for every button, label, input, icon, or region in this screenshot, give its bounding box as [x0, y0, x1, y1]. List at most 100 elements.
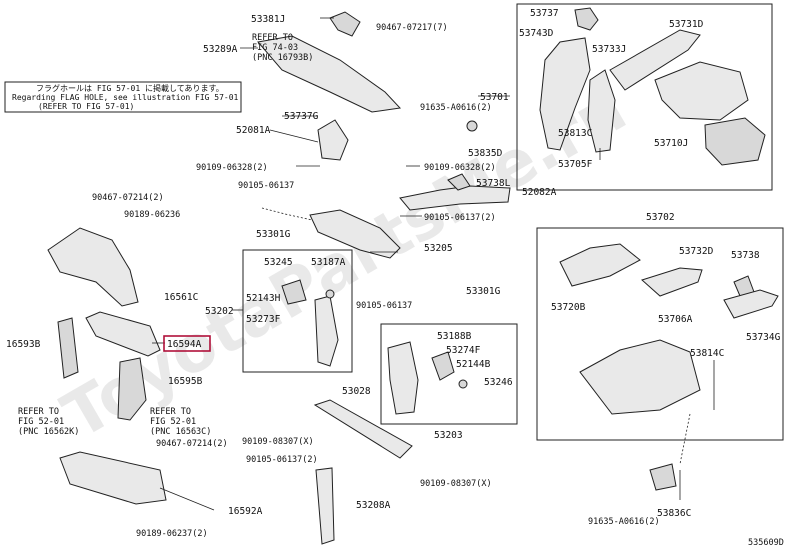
- label-53702[interactable]: 53702: [646, 212, 675, 223]
- label-53710J[interactable]: 53710J: [654, 138, 688, 149]
- label-90467-07217[interactable]: 90467-07217(7): [376, 23, 448, 33]
- part-53734G-shape: [723, 289, 779, 319]
- label-53205[interactable]: 53205: [424, 243, 453, 254]
- label-53188B[interactable]: 53188B: [437, 331, 472, 342]
- label-53743D[interactable]: 53743D: [519, 28, 554, 39]
- label-53208A[interactable]: 53208A: [356, 500, 391, 511]
- label-53737[interactable]: 53737: [530, 8, 559, 19]
- part-53710J-shape: [654, 61, 749, 121]
- part-53731D-shape: [609, 29, 701, 91]
- part-53732D-shape: [641, 267, 703, 297]
- part-53710J-lower-shape: [704, 117, 766, 166]
- part-53381J-shape: [329, 11, 361, 37]
- label-90105-06137-c[interactable]: 90105-06137: [356, 301, 412, 311]
- label-53731D[interactable]: 53731D: [669, 19, 704, 30]
- label-90189-06237[interactable]: 90189-06237(2): [136, 529, 208, 539]
- refer-52b-line1: REFER TO: [150, 407, 191, 417]
- part-53274F-shape: [431, 351, 455, 381]
- figure-code: 535609D: [748, 538, 784, 548]
- part-16593B-shape: [57, 317, 79, 379]
- bolt-91635: [466, 120, 478, 132]
- label-53706A[interactable]: 53706A: [658, 314, 693, 325]
- label-52143H[interactable]: 52143H: [246, 293, 281, 304]
- label-52081A[interactable]: 52081A: [236, 125, 271, 136]
- label-53737G[interactable]: 53737G: [284, 111, 319, 122]
- label-53202[interactable]: 53202: [205, 306, 234, 317]
- note-en: Regarding FLAG HOLE, see illustration FI…: [12, 93, 239, 102]
- label-53028[interactable]: 53028: [342, 386, 371, 397]
- part-52081A-shape: [317, 119, 349, 161]
- label-53187A[interactable]: 53187A: [311, 257, 346, 268]
- group-box-53203: [380, 323, 518, 425]
- part-52143H-shape: [281, 279, 307, 305]
- label-53814C[interactable]: 53814C: [690, 348, 724, 359]
- label-52144B[interactable]: 52144B: [456, 359, 491, 370]
- label-53381J[interactable]: 53381J: [251, 14, 285, 25]
- label-16594A[interactable]: 16594A: [167, 339, 202, 350]
- label-53245[interactable]: 53245: [264, 257, 293, 268]
- label-16595B[interactable]: 16595B: [168, 376, 203, 387]
- label-90105-06137-b[interactable]: 90105-06137(2): [424, 213, 496, 223]
- label-91635-A0616-top[interactable]: 91635-A0616(2): [420, 103, 492, 113]
- label-53289A[interactable]: 53289A: [203, 44, 238, 55]
- label-90467-07214-bottom[interactable]: 90467-07214(2): [156, 439, 228, 449]
- label-53274F[interactable]: 53274F: [446, 345, 481, 356]
- label-90109-08307-left[interactable]: 90109-08307(X): [242, 437, 314, 447]
- label-90109-06328-left[interactable]: 90109-06328(2): [196, 163, 268, 173]
- part-53203-shape: [387, 341, 419, 415]
- label-53732D[interactable]: 53732D: [679, 246, 714, 257]
- part-53205-shape: [309, 209, 401, 259]
- highlight-box-16594A: [163, 335, 211, 352]
- label-53733J[interactable]: 53733J: [592, 44, 626, 55]
- label-90467-07214-top[interactable]: 90467-07214(2): [92, 193, 164, 203]
- label-53705F[interactable]: 53705F: [558, 159, 593, 170]
- part-16594A-shape: [85, 311, 161, 357]
- label-90109-06328-right[interactable]: 90109-06328(2): [424, 163, 496, 173]
- part-53733J-shape: [539, 37, 591, 151]
- part-53705F-shape: [587, 69, 616, 153]
- part-53246-shape: [458, 379, 468, 389]
- label-53738L[interactable]: 53738L: [476, 178, 511, 189]
- label-53701[interactable]: 53701: [480, 92, 509, 103]
- refer-52a-line1: REFER TO: [18, 407, 59, 417]
- part-53028-shape: [313, 399, 413, 459]
- refer-52b-line3: (PNC 16563C): [150, 427, 211, 437]
- part-53836C-shape: [649, 463, 677, 491]
- group-box-53202: [242, 249, 353, 373]
- label-53301G-top[interactable]: 53301G: [256, 229, 291, 240]
- label-90105-06137-d[interactable]: 90105-06137(2): [246, 455, 318, 465]
- group-box-53701: [516, 3, 773, 191]
- part-16592A-shape: [59, 451, 167, 505]
- label-90189-06236[interactable]: 90189-06236: [124, 210, 180, 220]
- label-16593B[interactable]: 16593B: [6, 339, 41, 350]
- label-53246[interactable]: 53246: [484, 377, 513, 388]
- label-53835D[interactable]: 53835D: [468, 148, 503, 159]
- label-53203[interactable]: 53203: [434, 430, 463, 441]
- part-53187A-shape: [325, 289, 335, 299]
- part-53738L-shape: [447, 173, 471, 191]
- note-ref: (REFER TO FIG 57-01): [38, 102, 134, 111]
- refer-52a-line3: (PNC 16562K): [18, 427, 79, 437]
- label-53273F[interactable]: 53273F: [246, 314, 281, 325]
- label-90109-08307-right[interactable]: 90109-08307(X): [420, 479, 492, 489]
- part-16595B-shape: [117, 357, 147, 421]
- part-53208A-shape: [315, 467, 335, 545]
- label-53301G-mid[interactable]: 53301G: [466, 286, 501, 297]
- part-52082A-shape: [399, 185, 511, 211]
- label-53813C[interactable]: 53813C: [558, 128, 592, 139]
- label-90105-06137-a[interactable]: 90105-06137: [238, 181, 294, 191]
- label-53738[interactable]: 53738: [731, 250, 760, 261]
- refer-74-line1: REFER TO: [252, 33, 293, 43]
- refer-52a-line2: FIG 52-01: [18, 417, 64, 427]
- label-16592A[interactable]: 16592A: [228, 506, 263, 517]
- part-53289A-shape: [257, 35, 402, 113]
- part-53720B-shape: [559, 243, 641, 287]
- label-91635-A0616-bottom[interactable]: 91635-A0616(2): [588, 517, 660, 527]
- label-53720B[interactable]: 53720B: [551, 302, 586, 313]
- label-52082A[interactable]: 52082A: [522, 187, 557, 198]
- label-53734G[interactable]: 53734G: [746, 332, 781, 343]
- part-53706A-shape: [579, 339, 701, 415]
- label-16561C[interactable]: 16561C: [164, 292, 198, 303]
- label-53836C[interactable]: 53836C: [657, 508, 691, 519]
